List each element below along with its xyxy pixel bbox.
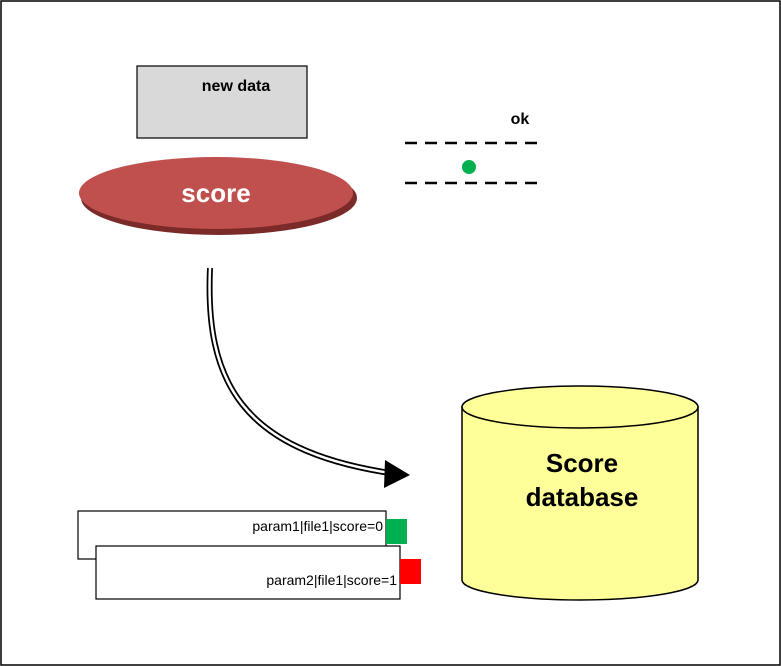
new-data-box: new data [136,65,308,139]
database-label-line2: database [526,482,639,512]
arrowhead [384,460,410,488]
flow-arrow [206,267,410,488]
database-label-line1: Score [546,448,618,478]
score-node: score [79,157,357,235]
status-dot [462,160,476,174]
score-ellipse [79,157,353,229]
score-label: score [181,178,250,208]
database-body [461,406,699,601]
record-1-text: param1|file1|score=0 [252,518,383,534]
record-2-status-marker [400,559,421,584]
score-database: Score database [461,385,699,601]
record-2: param2|file1|score=1 [95,545,421,600]
record-2-text: param2|file1|score=1 [266,572,397,588]
status-label: ok [511,111,530,128]
status-indicator: ok [405,111,538,185]
database-top [461,385,699,429]
record-1-status-marker [386,519,407,544]
new-data-label: new data [202,78,271,95]
